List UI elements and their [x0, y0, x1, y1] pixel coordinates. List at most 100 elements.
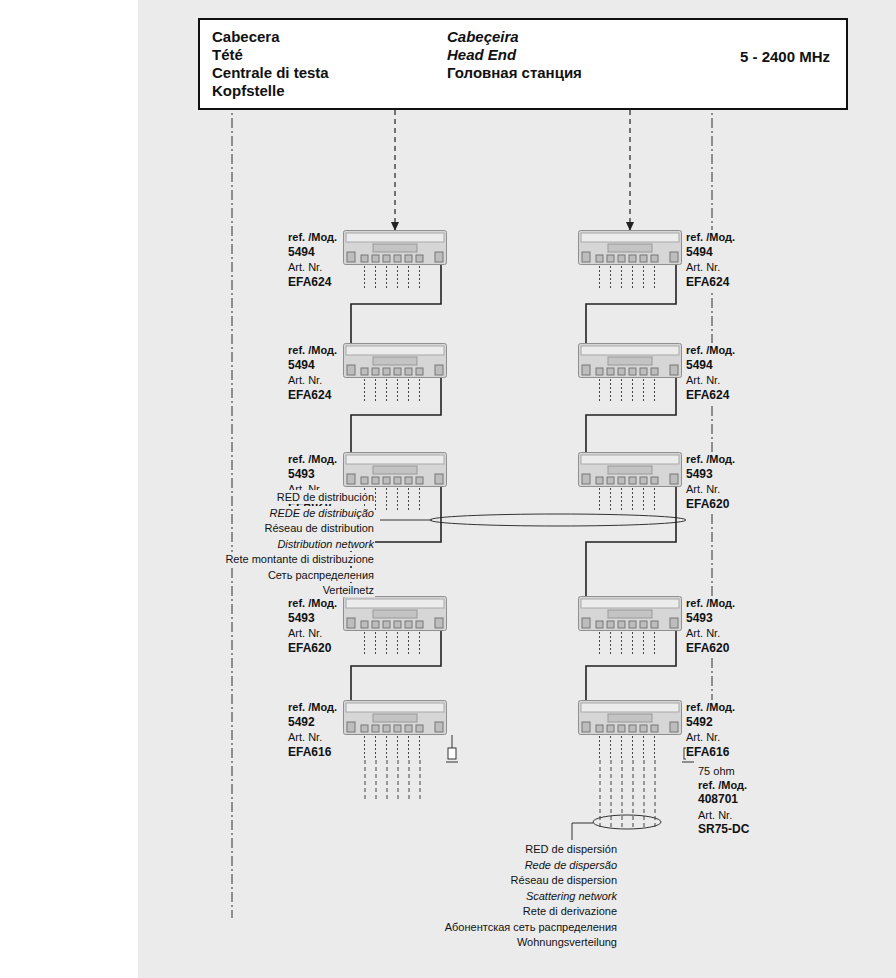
network-label: Wohnungsverteilung: [516, 935, 618, 949]
part-number: 5492: [288, 715, 315, 730]
part-label: ref. /Мод.: [686, 700, 735, 715]
part-number: EFA624: [686, 388, 729, 403]
part-label: Art. Nr.: [288, 626, 322, 641]
head-end-text: Головная станция: [447, 64, 582, 82]
network-label: RED de dispersión: [524, 842, 618, 856]
part-number: EFA620: [288, 641, 331, 656]
amplifier-illustration: [343, 230, 447, 290]
part-number: 5494: [686, 245, 713, 260]
network-label: Абонентская сеть распределения: [444, 920, 618, 934]
part-label: Art. Nr.: [288, 373, 322, 388]
cable-connector: [586, 487, 676, 596]
part-number: 5494: [686, 358, 713, 373]
cable-connector: [586, 265, 676, 343]
network-label: Rede de dispersão: [524, 858, 618, 872]
cable-connector: [586, 378, 676, 452]
head-end-text: Cabecera: [212, 28, 280, 46]
part-label: Art. Nr.: [686, 260, 720, 275]
part-number: EFA620: [686, 497, 729, 512]
boundary-line: [712, 100, 713, 760]
amplifier-illustration: [343, 700, 447, 760]
cable-bundle-ellipse: [430, 514, 686, 526]
part-label-column: ref. /Мод.5493Art. Nr.EFA620: [682, 452, 735, 512]
head-end-text: Centrale di testa: [212, 64, 329, 82]
part-number: 5493: [288, 467, 315, 482]
amplifier-illustration: [578, 700, 682, 760]
network-label: Rete di derivazione: [522, 904, 618, 918]
head-end-text: Kopfstelle: [212, 82, 285, 100]
part-label: ref. /Мод.: [288, 596, 337, 611]
part-number: 5494: [288, 245, 315, 260]
cable-connector: [629, 110, 630, 230]
part-number: 5493: [686, 467, 713, 482]
part-label: Art. Nr.: [686, 730, 720, 745]
part-label: ref. /Мод.: [288, 452, 337, 467]
amplifier-illustration: [578, 343, 682, 403]
part-label-column: ref. /Мод.5494Art. Nr.EFA624: [288, 230, 343, 290]
part-label-column: ref. /Мод.5494Art. Nr.EFA624: [682, 230, 735, 290]
part-label: Art. Nr.: [288, 730, 322, 745]
network-label: Scattering network: [525, 889, 618, 903]
amplifier-unit: ref. /Мод.5492Art. Nr.EFA616: [288, 700, 447, 760]
panel-ground: [138, 0, 896, 978]
amplifier-unit: ref. /Мод.5492Art. Nr.EFA616: [578, 700, 735, 760]
network-label: Réseau de dispersion: [510, 873, 618, 887]
part-label-column: ref. /Мод.5494Art. Nr.EFA624: [288, 343, 343, 403]
network-label: Rete montante di distribuzione: [224, 552, 375, 566]
amplifier-unit: ref. /Мод.5493Art. Nr.EFA620: [578, 596, 735, 656]
head-end-text: Cabeçeira: [447, 28, 519, 46]
part-number: EFA616: [288, 745, 331, 760]
amplifier-illustration: [343, 343, 447, 403]
part-label: Art. Nr.: [686, 626, 720, 641]
part-number: 5494: [288, 358, 315, 373]
part-number: 5492: [686, 715, 713, 730]
network-label: Distribution network: [276, 537, 375, 551]
cable-connector: [394, 110, 395, 230]
part-label: ref. /Мод.: [686, 343, 735, 358]
part-label: Art. Nr.: [686, 373, 720, 388]
amplifier-unit: ref. /Мод.5493Art. Nr.EFA620: [578, 452, 735, 512]
part-label: ref. /Мод.: [288, 230, 337, 245]
network-label: Сеть распределения: [267, 568, 375, 582]
head-end-box: CabeceraTétéCentrale di testaKopfstelle C…: [198, 18, 848, 110]
cable-connector: [586, 631, 676, 700]
amplifier-unit: ref. /Мод.5494Art. Nr.EFA624: [288, 343, 447, 403]
network-label: Réseau de distribution: [264, 521, 375, 535]
part-number: EFA620: [686, 641, 729, 656]
part-label-column: ref. /Мод.5493Art. Nr.EFA620: [682, 596, 735, 656]
leader-line: [380, 520, 432, 521]
amplifier-illustration: [578, 596, 682, 656]
leader-line: [572, 823, 593, 840]
part-label: Art. Nr.: [697, 808, 733, 822]
amplifier-illustration: [578, 452, 682, 512]
amplifier-illustration: [343, 596, 447, 656]
part-label: 75 ohm: [697, 764, 736, 778]
part-number: EFA616: [686, 745, 729, 760]
network-label: Verteilnetz: [322, 583, 375, 597]
subscriber-outputs: [365, 760, 655, 830]
head-end-text: 5 - 2400 MHz: [740, 48, 830, 66]
head-end-text: Head End: [447, 46, 516, 64]
head-end-text: Tété: [212, 46, 243, 64]
network-label: REDE de distribuição: [268, 506, 375, 520]
part-label-column: ref. /Мод.5494Art. Nr.EFA624: [682, 343, 735, 403]
part-number: 5493: [288, 611, 315, 626]
part-label: ref. /Мод.: [686, 230, 735, 245]
part-label: Art. Nr.: [686, 482, 720, 497]
cable-connector: [351, 631, 441, 700]
part-number: EFA624: [686, 275, 729, 290]
cable-bundle-ellipse: [593, 815, 661, 829]
part-label: SR75-DC: [697, 822, 750, 836]
part-label: ref. /Мод.: [697, 778, 748, 792]
part-label: ref. /Мод.: [288, 343, 337, 358]
part-label: ref. /Мод.: [686, 452, 735, 467]
amplifier-unit: ref. /Мод.5493Art. Nr.EFA620: [288, 596, 447, 656]
part-label: 408701: [697, 792, 739, 806]
boundary-line: [232, 100, 233, 918]
amplifier-unit: ref. /Мод.5494Art. Nr.EFA624: [578, 230, 735, 290]
part-number: EFA624: [288, 388, 331, 403]
part-number: 5493: [686, 611, 713, 626]
